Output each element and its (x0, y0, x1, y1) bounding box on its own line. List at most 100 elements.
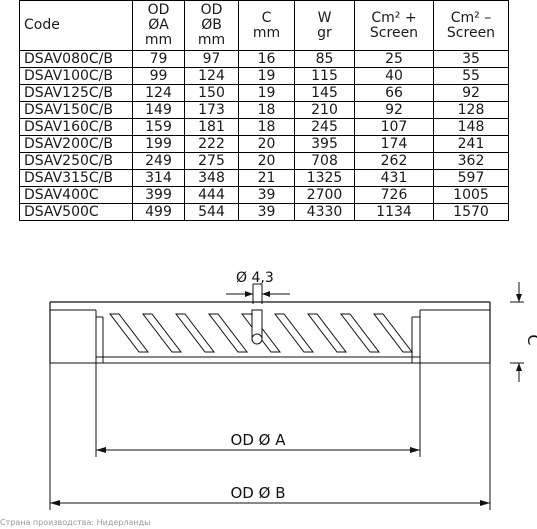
cell-value: 210 (294, 101, 355, 119)
cell-value: 1570 (433, 203, 509, 221)
arrowhead (262, 291, 270, 297)
cell-value: 262 (354, 152, 434, 170)
od-b-label: OD Ø B (231, 484, 286, 502)
cell-value: 55 (433, 67, 509, 85)
cell-value: 222 (184, 135, 239, 153)
louvre-blade (141, 313, 183, 353)
cell-value: 97 (184, 50, 239, 68)
arrowhead (410, 447, 420, 453)
cell-value: 444 (184, 186, 239, 204)
louvre-blade (207, 313, 249, 353)
cell-value: 4330 (294, 203, 355, 221)
cell-value: 92 (433, 84, 509, 102)
cell-code: DSAV160C/B (19, 118, 133, 136)
cell-value: 148 (433, 118, 509, 136)
cell-value: 19 (238, 84, 295, 102)
cell-code: DSAV500C (19, 203, 133, 221)
cell-value: 431 (354, 169, 434, 187)
cell-value: 79 (132, 50, 185, 68)
cell-value: 2700 (294, 186, 355, 204)
cell-value: 150 (184, 84, 239, 102)
header-area-minus-screen: Cm² –Screen (433, 0, 509, 51)
cell-code: DSAV400C (19, 186, 133, 204)
cell-value: 1005 (433, 186, 509, 204)
cell-value: 275 (184, 152, 239, 170)
cell-value: 249 (132, 152, 185, 170)
cell-value: 124 (132, 84, 185, 102)
arrowhead (96, 447, 106, 453)
cell-value: 128 (433, 101, 509, 119)
cell-code: DSAV080C/B (19, 50, 133, 68)
arrowhead (245, 291, 253, 297)
cell-value: 85 (294, 50, 355, 68)
cell-value: 99 (132, 67, 185, 85)
louvre-blades (108, 313, 414, 353)
cell-value: 241 (433, 135, 509, 153)
cell-value: 708 (294, 152, 355, 170)
c-dimension-label: C (524, 334, 537, 345)
cell-value: 314 (132, 169, 185, 187)
louvre-blade (339, 313, 381, 353)
cell-value: 21 (238, 169, 295, 187)
cell-value: 25 (354, 50, 434, 68)
cell-value: 348 (184, 169, 239, 187)
cell-value: 1134 (354, 203, 434, 221)
cell-value: 39 (238, 186, 295, 204)
cell-value: 149 (132, 101, 185, 119)
cell-value: 181 (184, 118, 239, 136)
arrowhead (516, 363, 522, 371)
cell-value: 544 (184, 203, 239, 221)
louvre-blade (372, 313, 414, 353)
technical-drawing: Ø 4,3 C OD Ø A OD Ø B (49, 270, 537, 510)
cell-value: 115 (294, 67, 355, 85)
cell-value: 597 (433, 169, 509, 187)
cell-value: 92 (354, 101, 434, 119)
cell-value: 245 (294, 118, 355, 136)
cell-code: DSAV250C/B (19, 152, 133, 170)
cell-value: 39 (238, 203, 295, 221)
cell-code: DSAV150C/B (19, 101, 133, 119)
cell-value: 174 (354, 135, 434, 153)
cell-value: 20 (238, 152, 295, 170)
header-code: Code (19, 0, 133, 51)
cell-value: 395 (294, 135, 355, 153)
cell-value: 66 (354, 84, 434, 102)
cell-value: 124 (184, 67, 239, 85)
cell-value: 40 (354, 67, 434, 85)
arrowhead (480, 500, 490, 506)
cell-value: 173 (184, 101, 239, 119)
louvre-blade (273, 313, 315, 353)
cell-value: 16 (238, 50, 295, 68)
cell-code: DSAV315C/B (19, 169, 133, 187)
cell-value: 19 (238, 67, 295, 85)
hole-diameter-label: Ø 4,3 (236, 270, 274, 286)
arrowhead (50, 500, 60, 506)
cell-value: 35 (433, 50, 509, 68)
cell-code: DSAV200C/B (19, 135, 133, 153)
cell-code: DSAV100C/B (19, 67, 133, 85)
cell-value: 399 (132, 186, 185, 204)
louvre-blade (306, 313, 348, 353)
cell-value: 199 (132, 135, 185, 153)
cell-value: 107 (354, 118, 434, 136)
cell-value: 1325 (294, 169, 355, 187)
cell-value: 159 (132, 118, 185, 136)
louvre-blade (174, 313, 216, 353)
cell-value: 145 (294, 84, 355, 102)
